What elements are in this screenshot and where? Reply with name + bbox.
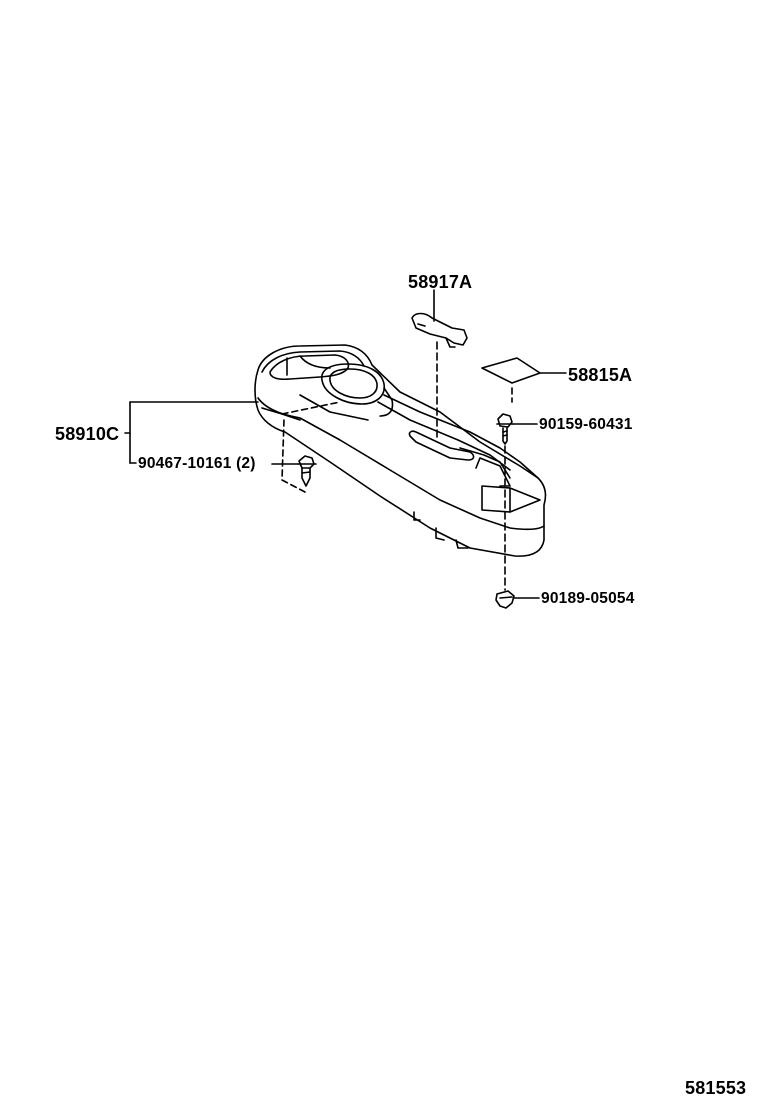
part-58815A-drawing[interactable] <box>481 357 541 384</box>
part-90159-60431-drawing[interactable] <box>496 413 514 445</box>
part-58910C-drawing[interactable] <box>254 344 547 557</box>
part-90467-10161-drawing[interactable] <box>297 455 317 487</box>
leader-58910C <box>124 401 259 464</box>
part-label-90189-05054[interactable]: 90189-05054 <box>541 590 635 607</box>
part-label-58910C[interactable]: 58910C <box>55 424 120 444</box>
figure-number: 581553 <box>685 1078 747 1098</box>
part-58917A-drawing[interactable] <box>411 312 468 348</box>
dashed-guide-90467 <box>281 419 306 493</box>
part-90189-05054-drawing[interactable] <box>495 590 515 609</box>
part-label-90467-10161[interactable]: 90467-10161 (2) <box>138 455 256 472</box>
part-label-90159-60431[interactable]: 90159-60431 <box>539 416 633 433</box>
part-label-58917A[interactable]: 58917A <box>408 272 473 292</box>
part-label-58815A[interactable]: 58815A <box>568 365 633 385</box>
